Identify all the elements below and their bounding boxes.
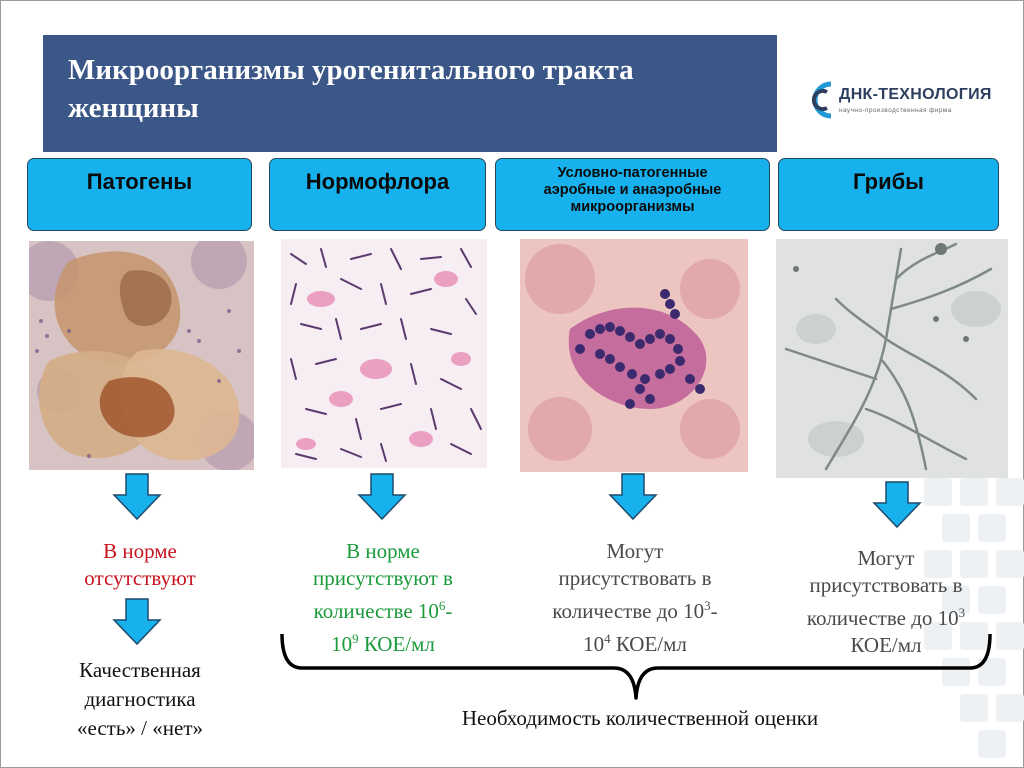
category-normoflora-label: Нормофлора	[305, 169, 450, 194]
opportunistic-desc-line-3-exponent: 3	[704, 598, 711, 613]
fungi-desc-line-1: Могут	[857, 546, 915, 570]
quantitative-assessment-label: Необходимость количественной оценки	[461, 706, 819, 730]
arrow-down-icon	[112, 598, 162, 646]
category-opportunistic-line-2: аэробные и анаэробные	[543, 182, 722, 198]
normoflora-description: В норме присутствуют в количестве 106- 1…	[278, 538, 488, 658]
normoflora-desc-line-4-unit: КОЕ/мл	[358, 632, 435, 656]
normoflora-desc-line-3-exponent: 6	[438, 598, 446, 613]
opportunistic-desc-line-3-dash: -	[710, 599, 718, 623]
normoflora-desc-line-3: количестве 106-	[278, 592, 488, 625]
logo-tagline: научно-производственная фирма	[839, 107, 952, 114]
fungi-desc-line-2: присутствовать в	[809, 573, 963, 597]
diagnostics-line-2: диагностика	[84, 687, 196, 711]
pathogens-desc-line-1: В норме	[103, 539, 177, 563]
category-fungi-label: Грибы	[853, 169, 924, 194]
arrow-down-icon	[357, 473, 407, 521]
normoflora-desc-line-2: присутствуют в	[313, 566, 453, 590]
dna-technology-logo-icon	[811, 81, 832, 119]
category-opportunistic: Условно-патогенные аэробные и анаэробные…	[495, 158, 770, 231]
opportunistic-desc-line-3: количестве до 103-	[512, 592, 758, 625]
normoflora-desc-line-4-text: 10	[331, 632, 353, 656]
fungi-micrograph	[776, 239, 1008, 478]
category-opportunistic-line-3: микроорганизмы	[570, 199, 695, 215]
normoflora-desc-line-3-dash: -	[445, 599, 453, 623]
fungi-desc-line-3-text: количестве до 10	[806, 606, 959, 630]
opportunistic-desc-line-1: Могут	[606, 539, 664, 563]
qualitative-diagnostics: Качественная диагностика «есть» / «нет»	[40, 656, 240, 743]
arrow-down-icon	[608, 473, 658, 521]
fungi-description: Могут присутствовать в количестве до 103…	[770, 545, 1002, 659]
category-pathogens: Патогены	[27, 158, 252, 231]
title-line-1: Микроорганизмы урогенитального тракта	[68, 54, 634, 86]
normoflora-desc-line-3-text: количестве 10	[313, 599, 439, 623]
category-opportunistic-line-1: Условно-патогенные	[557, 165, 708, 181]
opportunistic-desc-line-2: присутствовать в	[558, 566, 712, 590]
normoflora-desc-line-1: В норме	[346, 539, 420, 563]
category-fungi: Грибы	[778, 158, 999, 231]
diagnostics-line-1: Качественная	[79, 658, 201, 682]
pathogens-micrograph	[29, 241, 254, 470]
arrow-down-icon	[872, 481, 922, 529]
pathogens-description: В норме отсутствуют	[38, 538, 242, 592]
fungi-desc-line-3: количестве до 103	[770, 599, 1002, 632]
opportunistic-micrograph	[520, 239, 748, 472]
slide-title: Микроорганизмы урогенитального тракта же…	[43, 35, 777, 152]
opportunistic-desc-line-4-unit: КОЕ/мл	[610, 632, 687, 656]
fungi-desc-line-3-exponent: 3	[958, 605, 966, 620]
opportunistic-desc-line-4-exponent: 4	[604, 631, 611, 646]
pathogens-desc-line-2: отсутствуют	[84, 566, 196, 590]
opportunistic-desc-line-4: 104 КОЕ/мл	[512, 625, 758, 658]
background-decoration	[924, 478, 1024, 758]
title-line-2: женщины	[68, 92, 199, 124]
normoflora-desc-line-4-exponent: 9	[352, 631, 359, 646]
opportunistic-desc-line-3-text: количестве до 10	[552, 599, 705, 623]
category-normoflora: Нормофлора	[269, 158, 486, 231]
opportunistic-desc-line-4-text: 10	[583, 632, 605, 656]
normoflora-desc-line-4: 109 КОЕ/мл	[278, 625, 488, 658]
diagnostics-line-3: «есть» / «нет»	[77, 716, 203, 740]
logo-name: ДНК-ТЕХНОЛОГИЯ	[839, 86, 992, 103]
opportunistic-description: Могут присутствовать в количестве до 103…	[512, 538, 758, 658]
arrow-down-icon	[112, 473, 162, 521]
normoflora-micrograph	[281, 239, 487, 468]
category-pathogens-label: Патогены	[86, 169, 193, 194]
grouping-brace	[280, 633, 992, 700]
fungi-desc-line-4: КОЕ/мл	[850, 633, 922, 657]
company-logo: ДНК-ТЕХНОЛОГИЯ научно-производственная ф…	[805, 78, 1005, 126]
